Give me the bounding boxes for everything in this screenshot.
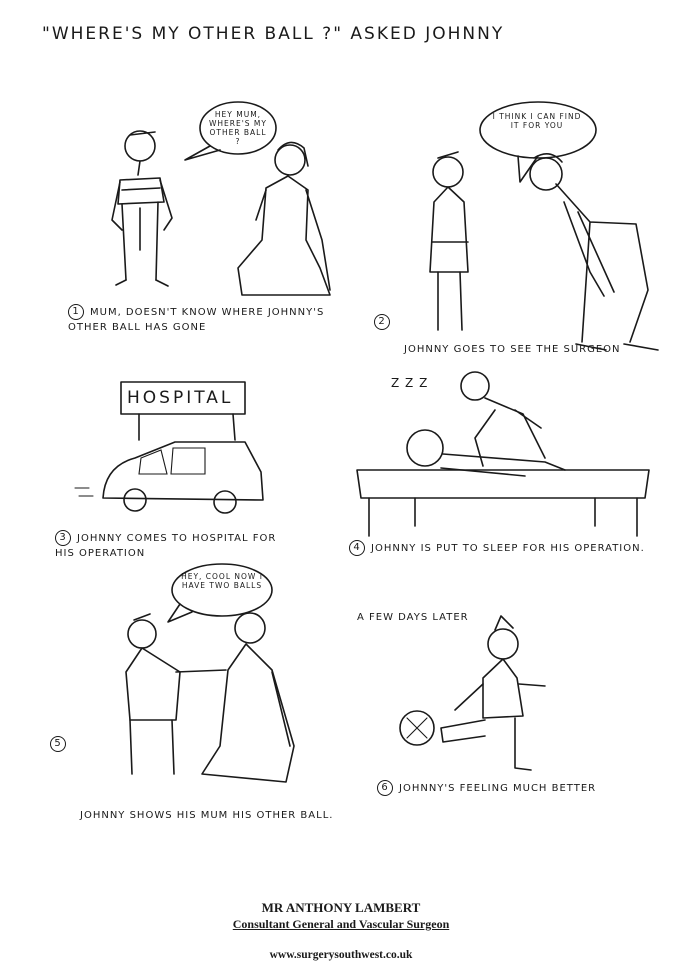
panel-2-speech: I think I can find it for you <box>492 112 582 130</box>
panel-1-caption: 1Mum, doesn't know where Johnny's other … <box>68 304 348 335</box>
panel-6-illustration <box>399 615 546 771</box>
panel-2: I think I can find it for you 2 Johnny g… <box>368 92 668 372</box>
panel-2-caption-text: Johnny goes to see the surgeon <box>404 344 621 355</box>
panel-1-speech: Hey Mum, where's my other ball ? <box>208 110 267 146</box>
panel-3-illustration <box>74 381 264 514</box>
panel-6-number: 6 <box>377 780 393 796</box>
page-title: "Where's my other ball ?" asked Johnny <box>42 24 505 44</box>
panel-5: Hey, cool now I have two balls 5 Johnny … <box>50 560 350 830</box>
panel-4-caption: 4 Johnny is put to sleep for his operatio… <box>349 540 665 556</box>
panel-6-note: A few days later <box>357 612 469 623</box>
surgeon-name: MR ANTHONY LAMBERT <box>261 900 421 915</box>
panel-5-speech: Hey, cool now I have two balls <box>181 572 263 590</box>
panel-5-number: 5 <box>50 736 66 752</box>
panel-2-number: 2 <box>374 314 390 330</box>
panel-6: A few days later 6 Johnny's feeling much … <box>355 600 665 830</box>
surgeon-role: Consultant General and Vascular Surgeon <box>232 917 450 931</box>
panel-4-number: 4 <box>349 540 365 556</box>
sleep-z: Z Z Z <box>391 376 429 390</box>
panel-3: HOSPITAL 3Johnny comes to hospital for h… <box>55 378 355 568</box>
panel-1-number: 1 <box>68 304 84 320</box>
panel-5-caption-text: Johnny shows his mum his other ball. <box>80 810 334 821</box>
panel-4: Z Z Z 4 Johnny is put to sleep for his op… <box>345 358 665 568</box>
panel-1: Hey Mum, where's my other ball ? 1Mum, d… <box>60 90 360 340</box>
panel-3-caption: 3Johnny comes to hospital for his operat… <box>55 530 295 561</box>
panel-2-caption: 2 <box>374 314 664 330</box>
panel-3-caption-text: Johnny comes to hospital for his operati… <box>55 533 277 559</box>
panel-5-number-wrap: 5 <box>50 736 72 752</box>
panel-4-illustration <box>356 371 650 537</box>
panel-1-caption-text: Mum, doesn't know where Johnny's other b… <box>68 307 325 333</box>
panel-6-caption-text: Johnny's feeling much better <box>399 783 597 794</box>
panel-3-number: 3 <box>55 530 71 546</box>
panel-1-illustration <box>111 101 331 296</box>
panel-2-illustration <box>429 101 659 351</box>
panel-5-illustration <box>125 563 295 783</box>
hospital-sign: HOSPITAL <box>127 388 234 408</box>
panel-4-caption-text: Johnny is put to sleep for his operation… <box>371 543 645 554</box>
website-link[interactable]: www.surgerysouthwest.co.uk <box>269 949 413 961</box>
panel-6-caption: 6 Johnny's feeling much better <box>377 780 665 796</box>
